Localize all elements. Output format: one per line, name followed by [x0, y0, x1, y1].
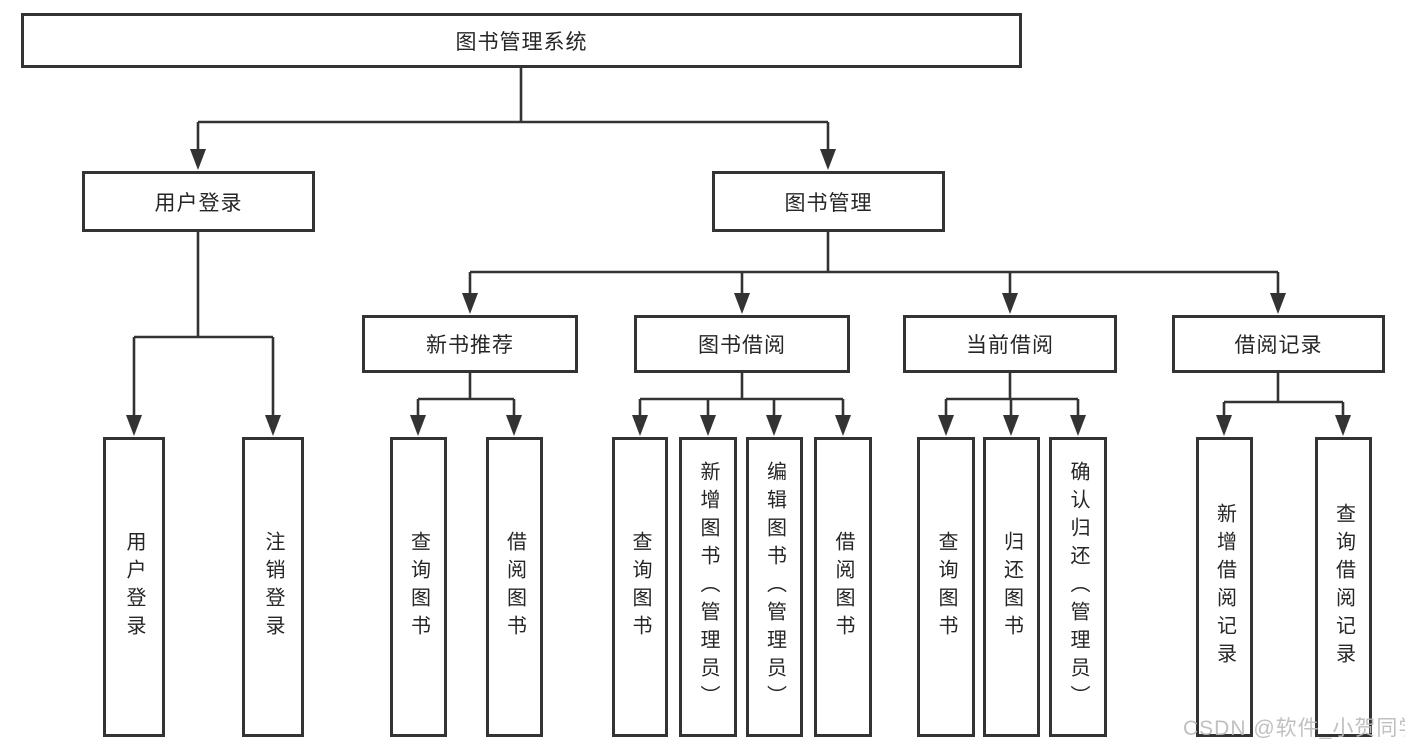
leaf-recommend-query-book: 查询图书	[390, 437, 447, 737]
arrowhead-icons	[126, 149, 1351, 436]
node-book-borrow: 图书借阅	[634, 315, 850, 373]
leaf-borrow-book: 借阅图书	[814, 437, 872, 737]
leaf-return-book: 归还图书	[983, 437, 1040, 737]
node-user-login: 用户登录	[82, 171, 315, 232]
leaf-add-book-admin: 新增图书（管理员）	[679, 437, 737, 737]
leaf-query-borrow-record: 查询借阅记录	[1315, 437, 1372, 737]
node-book-management: 图书管理	[712, 171, 945, 232]
node-current-borrow: 当前借阅	[903, 315, 1117, 373]
leaf-user-login: 用户登录	[103, 437, 165, 737]
leaf-borrow-query-book: 查询图书	[612, 437, 668, 737]
watermark: CSDN @软件_小贺同学	[1183, 717, 1405, 740]
leaf-recommend-borrow-book: 借阅图书	[486, 437, 543, 737]
leaf-logout: 注销登录	[242, 437, 304, 737]
node-system-root: 图书管理系统	[21, 13, 1022, 68]
node-new-book-recommend: 新书推荐	[362, 315, 578, 373]
leaf-edit-book-admin: 编辑图书（管理员）	[746, 437, 803, 737]
leaf-current-query-book: 查询图书	[917, 437, 975, 737]
node-borrow-records: 借阅记录	[1172, 315, 1385, 373]
leaf-add-borrow-record: 新增借阅记录	[1196, 437, 1253, 737]
leaf-confirm-return-admin: 确认归还（管理员）	[1049, 437, 1107, 737]
